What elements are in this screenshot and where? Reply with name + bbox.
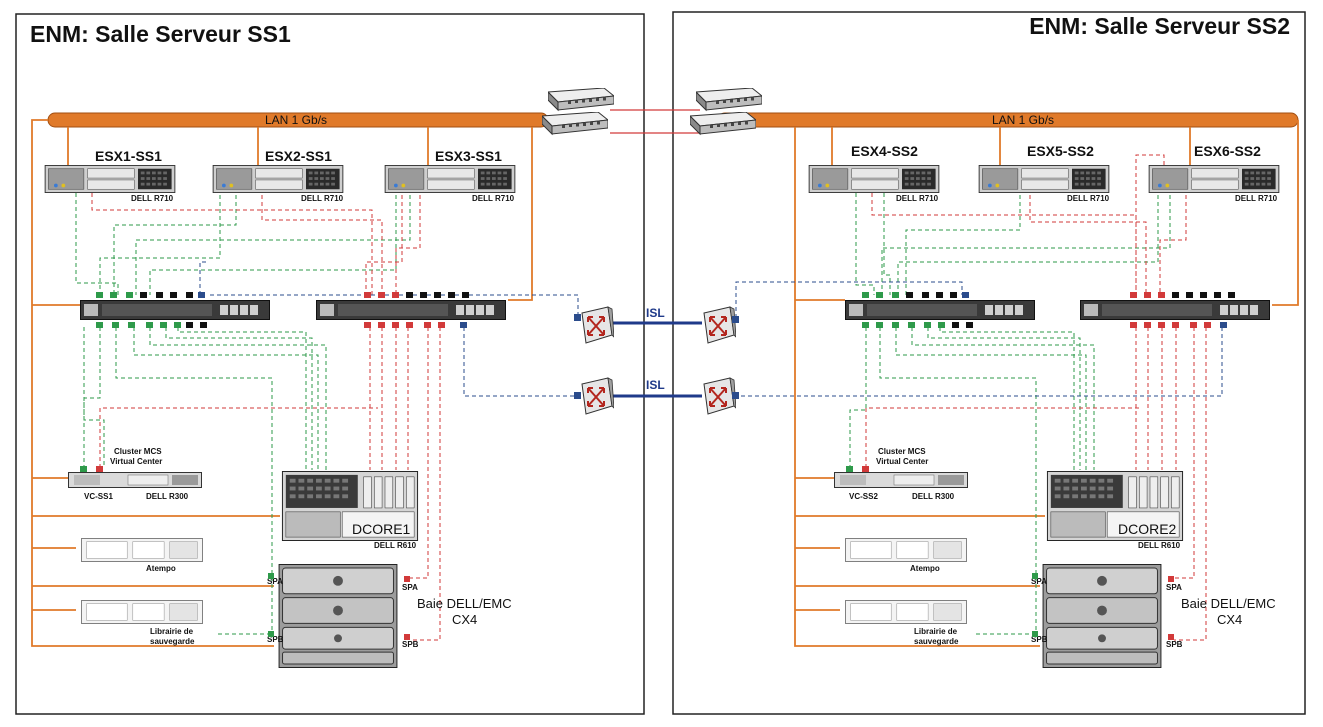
model-label-esx5: DELL R710 bbox=[1067, 194, 1110, 203]
host-label-esx1: ESX1-SS1 bbox=[95, 148, 162, 164]
esx2-server-icon bbox=[212, 165, 344, 193]
model-label-esx2: DELL R710 bbox=[301, 194, 344, 203]
blue-links-ss2 bbox=[734, 281, 1223, 397]
room-frame-ss1 bbox=[15, 13, 645, 715]
host-label-esx6: ESX6-SS2 bbox=[1194, 143, 1261, 159]
vc-cluster-label-ss2: Cluster MCS bbox=[878, 447, 926, 456]
fc-router-icon bbox=[703, 306, 736, 344]
bay-label1-ss1: Baie DELL/EMC bbox=[417, 596, 512, 611]
ethernet-switch-icon bbox=[690, 112, 756, 135]
atempo-label-ss2: Atempo bbox=[910, 564, 940, 573]
fc-switch-green-ss2 bbox=[845, 300, 1035, 320]
vc-center-label-ss1: Virtual Center bbox=[110, 457, 162, 466]
host-label-esx3: ESX3-SS1 bbox=[435, 148, 502, 164]
fc-switch-green-ss1 bbox=[80, 300, 270, 320]
atempo-server-icon-ss2 bbox=[845, 538, 967, 562]
bay-label2-ss2: CX4 bbox=[1217, 612, 1242, 627]
bay-label2-ss1: CX4 bbox=[452, 612, 477, 627]
vc-cluster-label-ss1: Cluster MCS bbox=[114, 447, 162, 456]
esx4-server-icon bbox=[808, 165, 940, 193]
library-label1-ss2: Librairie de bbox=[914, 627, 958, 636]
fc-router-icon bbox=[703, 377, 736, 415]
storage-bay-icon-ss1 bbox=[278, 564, 398, 668]
model-label-esx6: DELL R710 bbox=[1235, 194, 1278, 203]
vc-port-red-ss2 bbox=[862, 466, 869, 472]
ethernet-switch-icon bbox=[696, 88, 762, 111]
library-label2-ss1: sauvegarde bbox=[150, 637, 195, 646]
ethernet-switch-icon bbox=[548, 88, 614, 111]
vc-server-icon-ss2 bbox=[834, 472, 968, 488]
host-label-esx5: ESX5-SS2 bbox=[1027, 143, 1094, 159]
esx6-server-icon bbox=[1148, 165, 1280, 193]
switch-port-markers-ss2 bbox=[862, 292, 1235, 328]
bay-label1-ss2: Baie DELL/EMC bbox=[1181, 596, 1276, 611]
isl-label-bottom: ISL bbox=[646, 378, 665, 392]
model-label-esx3: DELL R710 bbox=[472, 194, 515, 203]
green-links-ss1 bbox=[75, 193, 411, 640]
host-label-esx4: ESX4-SS2 bbox=[851, 143, 918, 159]
spb-right-ss2: SPB bbox=[1166, 640, 1183, 649]
lan-drops-ss1 bbox=[31, 119, 533, 647]
vc-port-green-ss1 bbox=[80, 466, 87, 472]
spb-left-ss2: SPB bbox=[1031, 635, 1048, 644]
library-label2-ss2: sauvegarde bbox=[914, 637, 959, 646]
blue-links-ss1 bbox=[199, 261, 579, 397]
isl-trunks bbox=[612, 321, 702, 398]
room-frame-ss2 bbox=[672, 11, 1306, 715]
fc-router-icon bbox=[581, 377, 614, 415]
red-links-ss1 bbox=[91, 193, 441, 641]
fc-switch-red-ss2 bbox=[1080, 300, 1270, 320]
vc-port-green-ss2 bbox=[846, 466, 853, 472]
esx3-server-icon bbox=[384, 165, 516, 193]
vc-model-ss2: DELL R300 bbox=[912, 492, 955, 501]
isl-port-markers bbox=[574, 314, 739, 399]
vc-name-ss2: VC-SS2 bbox=[849, 492, 878, 501]
room-title-ss1: ENM: Salle Serveur SS1 bbox=[30, 21, 291, 47]
bay-port-markers-ss2 bbox=[1032, 573, 1174, 640]
green-links-ss2 bbox=[849, 165, 1171, 640]
lan-drops-ss2 bbox=[794, 120, 1299, 647]
room-title-ss2: ENM: Salle Serveur SS2 bbox=[1029, 13, 1290, 39]
library-label1-ss1: Librairie de bbox=[150, 627, 194, 636]
isl-label-top: ISL bbox=[646, 306, 665, 320]
ethernet-switch-icon bbox=[542, 112, 608, 135]
bay-port-markers-ss1 bbox=[268, 573, 410, 640]
storage-bay-icon-ss2 bbox=[1042, 564, 1162, 668]
atempo-label-ss1: Atempo bbox=[146, 564, 176, 573]
vc-name-ss1: VC-SS1 bbox=[84, 492, 113, 501]
vc-center-label-ss2: Virtual Center bbox=[876, 457, 928, 466]
lan-label-ss1: LAN 1 Gb/s bbox=[265, 113, 327, 127]
fc-router-icon bbox=[581, 306, 614, 344]
esx1-server-icon bbox=[44, 165, 176, 193]
dcore2-label: DCORE2 bbox=[1118, 521, 1177, 537]
spb-left-ss1: SPB bbox=[267, 635, 284, 644]
spa-right-ss2: SPA bbox=[1166, 583, 1182, 592]
host-label-esx2: ESX2-SS1 bbox=[265, 148, 332, 164]
spb-right-ss1: SPB bbox=[402, 640, 419, 649]
switch-port-markers-ss1 bbox=[96, 292, 469, 328]
lan-label-ss2: LAN 1 Gb/s bbox=[992, 113, 1054, 127]
library-server-icon-ss2 bbox=[845, 600, 967, 624]
library-server-icon-ss1 bbox=[81, 600, 203, 624]
model-label-esx4: DELL R710 bbox=[896, 194, 939, 203]
atempo-server-icon-ss1 bbox=[81, 538, 203, 562]
vc-port-red-ss1 bbox=[96, 466, 103, 472]
inter-room-lan-links bbox=[610, 109, 700, 134]
dcore2-model: DELL R610 bbox=[1138, 541, 1181, 550]
dcore1-label: DCORE1 bbox=[352, 521, 411, 537]
fc-switch-red-ss1 bbox=[316, 300, 506, 320]
spa-right-ss1: SPA bbox=[402, 583, 418, 592]
model-label-esx1: DELL R710 bbox=[131, 194, 174, 203]
esx5-server-icon bbox=[978, 165, 1110, 193]
vc-server-icon-ss1 bbox=[68, 472, 202, 488]
spa-left-ss2: SPA bbox=[1031, 577, 1047, 586]
dcore1-model: DELL R610 bbox=[374, 541, 417, 550]
vc-model-ss1: DELL R300 bbox=[146, 492, 189, 501]
spa-left-ss1: SPA bbox=[267, 577, 283, 586]
